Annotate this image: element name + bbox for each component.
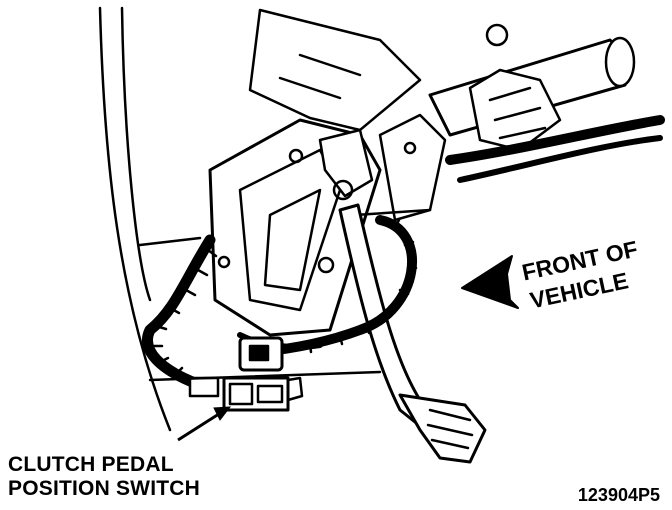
push-rod [353,208,432,217]
column-housing-detail [278,53,362,100]
switch-label-line1: CLUTCH PEDAL [8,453,174,476]
bracket-bolt-3 [217,255,231,269]
pedal-pivot [318,128,374,198]
switch-face [228,382,254,406]
wiring-bundle-upper [445,115,665,165]
pivot-bracket [378,113,447,222]
switch-connector-latch [248,344,270,362]
front-of-vehicle-arrow [461,255,519,309]
switch-mount [286,376,304,402]
firewall-line [138,236,202,247]
switch-leader-arrow [177,406,232,442]
switch-label-line2: POSITION SWITCH [8,477,200,500]
bracket-bolt-1 [288,148,304,164]
floor-line [148,370,382,382]
bracket-bolt-2 [317,256,335,274]
bracket-web-inner [263,188,322,292]
harness-loop-ridges [150,248,218,376]
column-clamp-ribs [488,86,547,140]
pedal-pad-ribs [426,408,474,450]
column-housing [248,8,422,132]
pivot-hole [332,179,354,201]
column-end [604,36,636,88]
pivot-bolt [403,141,417,155]
switch-plunger [188,376,220,398]
switch-tab [256,384,284,404]
harness-right-ridges [308,218,418,354]
bracket-web [238,148,342,312]
wiring-bundle-lower [457,135,663,183]
figure-id: 123904P5 [577,485,660,505]
harness-loop [142,234,216,391]
dash-panel-edge [98,6,172,432]
dash-panel-edge-inner [120,6,152,302]
column-bolt [485,23,509,47]
